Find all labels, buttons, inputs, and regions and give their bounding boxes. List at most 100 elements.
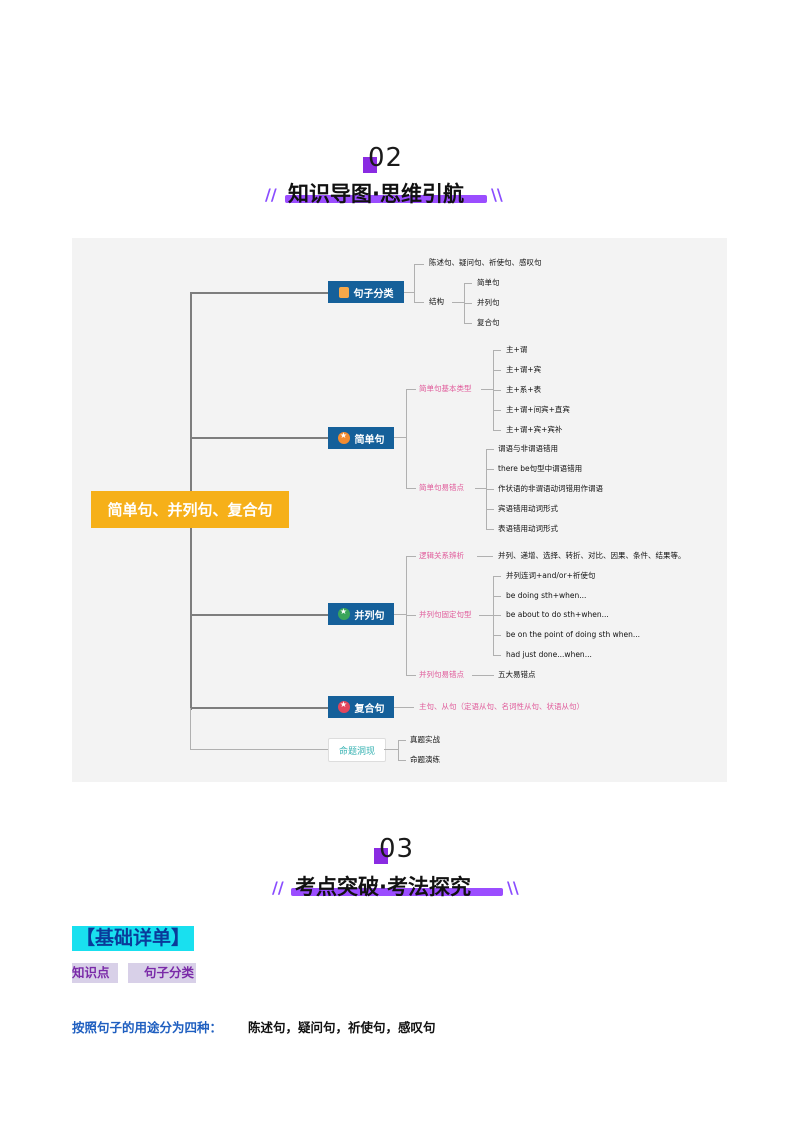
serr-h3 [486, 489, 494, 490]
comp-h1 [406, 556, 416, 557]
exam-vline [398, 740, 399, 760]
simple-connector [394, 437, 406, 438]
node-compound-label: 并列句 [354, 610, 385, 622]
struct-h1 [464, 283, 472, 284]
serr-h5 [486, 529, 494, 530]
section-title-03: 考点突破·考法探究 [295, 875, 471, 899]
fixed-h5 [493, 655, 501, 656]
leaf-exam-1: 真题实战 [410, 735, 440, 744]
comp-h2 [406, 615, 416, 616]
leaf-basic-type-1: 主+谓 [506, 345, 528, 354]
node-complex-label: 复合句 [354, 703, 385, 715]
node-simple-label: 简单句 [354, 434, 385, 446]
slash-left-02: // [265, 185, 277, 204]
fixed-h3 [493, 615, 501, 616]
section-number-02: 02 [368, 143, 404, 173]
label-simple-errors: 简单句易错点 [419, 483, 464, 492]
branch-line-3 [190, 614, 328, 616]
leaf-basic-type-5: 主+谓+宾+宾补 [506, 425, 563, 434]
leaf-fixed-1: 并列连词+and/or+祈使句 [506, 571, 596, 580]
mind-map: 简单句、并列句、复合句 句子分类 陈述句、疑问句、祈使句、感叹句 结构 简单句 … [72, 238, 727, 782]
knowledge-point-name: 句子分类 [128, 963, 197, 983]
serr-connector [475, 488, 486, 489]
class-hline-2 [414, 302, 424, 303]
leaf-basic-type-2: 主+谓+宾 [506, 365, 542, 374]
serr-h4 [486, 509, 494, 510]
comp-h3 [406, 675, 416, 676]
book-icon [338, 286, 349, 298]
basic-title: 【基础详单】 [72, 926, 195, 951]
basic-h5 [493, 430, 501, 431]
leaf-structure: 结构 [429, 297, 444, 306]
logic-connector [477, 556, 493, 557]
node-sentence-class-label: 句子分类 [353, 288, 394, 300]
branch-line-2 [190, 437, 328, 439]
leaf-fixed-4: be on the point of doing sth when... [506, 630, 641, 639]
struct-h2 [464, 303, 472, 304]
leaf-complex-detail: 主句、从句（定语从句、名词性从句、状语从句） [419, 702, 584, 711]
node-simple: ★ 简单句 [328, 427, 394, 449]
fixed-h2 [493, 596, 501, 597]
leaf-simple-error-5: 表语错用动词形式 [498, 524, 558, 533]
complex-connector [394, 707, 414, 708]
number-mark-02 [363, 157, 377, 173]
struct-h3 [464, 323, 472, 324]
label-compound-errors: 并列句易错点 [419, 670, 464, 679]
central-node: 简单句、并列句、复合句 [91, 491, 289, 528]
serr-h1 [486, 449, 494, 450]
node-compound: ★ 并列句 [328, 603, 394, 625]
leaf-basic-type-4: 主+谓+间宾+直宾 [506, 405, 570, 414]
struct-connector [452, 302, 464, 303]
exam-h1 [398, 740, 406, 741]
simple-h1 [406, 389, 416, 390]
simple-vline [406, 389, 407, 488]
leaf-struct-complex: 复合句 [477, 318, 500, 327]
fixed-connector [479, 615, 493, 616]
leaf-basic-type-3: 主+系+表 [506, 385, 542, 394]
leaf-sentence-types: 陈述句、疑问句、祈使句、感叹句 [429, 258, 542, 267]
class-vline [414, 264, 415, 302]
branch-line-5 [190, 749, 328, 750]
class-connector [404, 292, 414, 293]
leaf-logic: 并列、递增、选择、转折、对比、因果、条件、结果等。 [498, 551, 686, 560]
basic-h2 [493, 370, 501, 371]
leaf-compound-errors: 五大易错点 [498, 670, 536, 679]
number-mark-03 [374, 848, 388, 864]
section-number-03: 03 [379, 834, 415, 864]
branch-line-1 [190, 292, 328, 294]
star-icon: ★ [337, 700, 350, 713]
section-title-02: 知识导图·思维引航 [288, 182, 464, 206]
slash-right-03: \\ [507, 878, 519, 897]
serr-h2 [486, 469, 494, 470]
basic-h4 [493, 410, 501, 411]
basic-h3 [493, 390, 501, 391]
node-complex: ★ 复合句 [328, 696, 394, 718]
leaf-simple-error-1: 谓语与非谓语错用 [498, 444, 558, 453]
star-icon: ★ [337, 431, 350, 444]
leaf-simple-error-3: 作状语的非谓语动词错用作谓语 [498, 484, 603, 493]
label-basic-types: 简单句基本类型 [419, 384, 472, 393]
leaf-simple-error-4: 宾语错用动词形式 [498, 504, 558, 513]
branch-line-4 [190, 707, 328, 709]
simple-h2 [406, 488, 416, 489]
knowledge-point-label: 知识点 [72, 963, 118, 983]
title-bar-03 [291, 888, 503, 896]
usage-value: 陈述句，疑问句，祈使句，感叹句 [248, 1020, 436, 1035]
fixed-h4 [493, 635, 501, 636]
leaf-exam-2: 命题演练 [410, 755, 440, 764]
leaf-fixed-2: be doing sth+when... [506, 591, 587, 600]
slash-left-03: // [272, 878, 284, 897]
cerr-connector [472, 675, 494, 676]
slash-right-02: \\ [491, 185, 503, 204]
leaf-fixed-5: had just done...when... [506, 650, 592, 659]
fixed-h1 [493, 576, 501, 577]
usage-label: 按照句子的用途分为四种： [72, 1020, 223, 1035]
class-hline-1 [414, 264, 424, 265]
leaf-struct-compound: 并列句 [477, 298, 500, 307]
node-exam: 命题洞现 [328, 738, 386, 762]
trunk-line-tail [190, 708, 191, 750]
basic-connector [481, 389, 493, 390]
node-sentence-class: 句子分类 [328, 281, 404, 303]
label-logic: 逻辑关系辨析 [419, 551, 464, 560]
label-fixed: 并列句固定句型 [419, 610, 472, 619]
